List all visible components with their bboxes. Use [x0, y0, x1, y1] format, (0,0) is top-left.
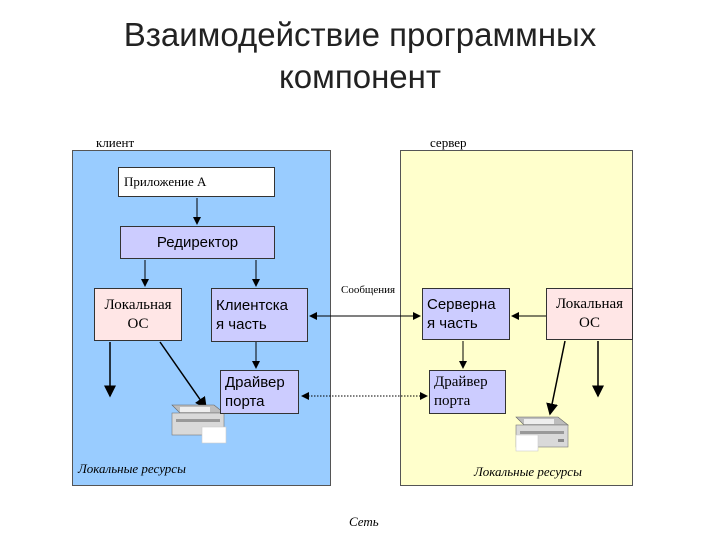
application-a-box: Приложение А — [118, 167, 275, 197]
arrow-client-os-to-printer — [159, 341, 207, 410]
server-part-box: Серверна я часть — [422, 288, 510, 340]
messages-label: Сообщения — [341, 284, 396, 296]
server-local-resources-label: Локальные ресурсы — [474, 464, 582, 479]
client-port-driver-box: Драйвер порта — [220, 370, 299, 414]
redirector-box: Редиректор — [120, 226, 275, 259]
server-label: сервер — [430, 135, 467, 150]
client-label: клиент — [96, 135, 135, 150]
server-local-os-box: Локальная ОС — [546, 288, 633, 340]
client-local-os-box: Локальная ОС — [94, 288, 182, 341]
server-printer-icon — [515, 416, 569, 452]
client-local-resources-label: Локальные ресурсы — [78, 461, 186, 476]
server-port-driver-box: Драйвер порта — [429, 370, 506, 414]
slide-title: Взаимодействие программных компонент — [123, 16, 597, 95]
network-label: Сеть — [349, 514, 379, 529]
arrow-server-os-to-printer — [546, 340, 566, 416]
client-printer-icon — [171, 404, 227, 444]
client-part-box: Клиентска я часть — [211, 288, 308, 342]
